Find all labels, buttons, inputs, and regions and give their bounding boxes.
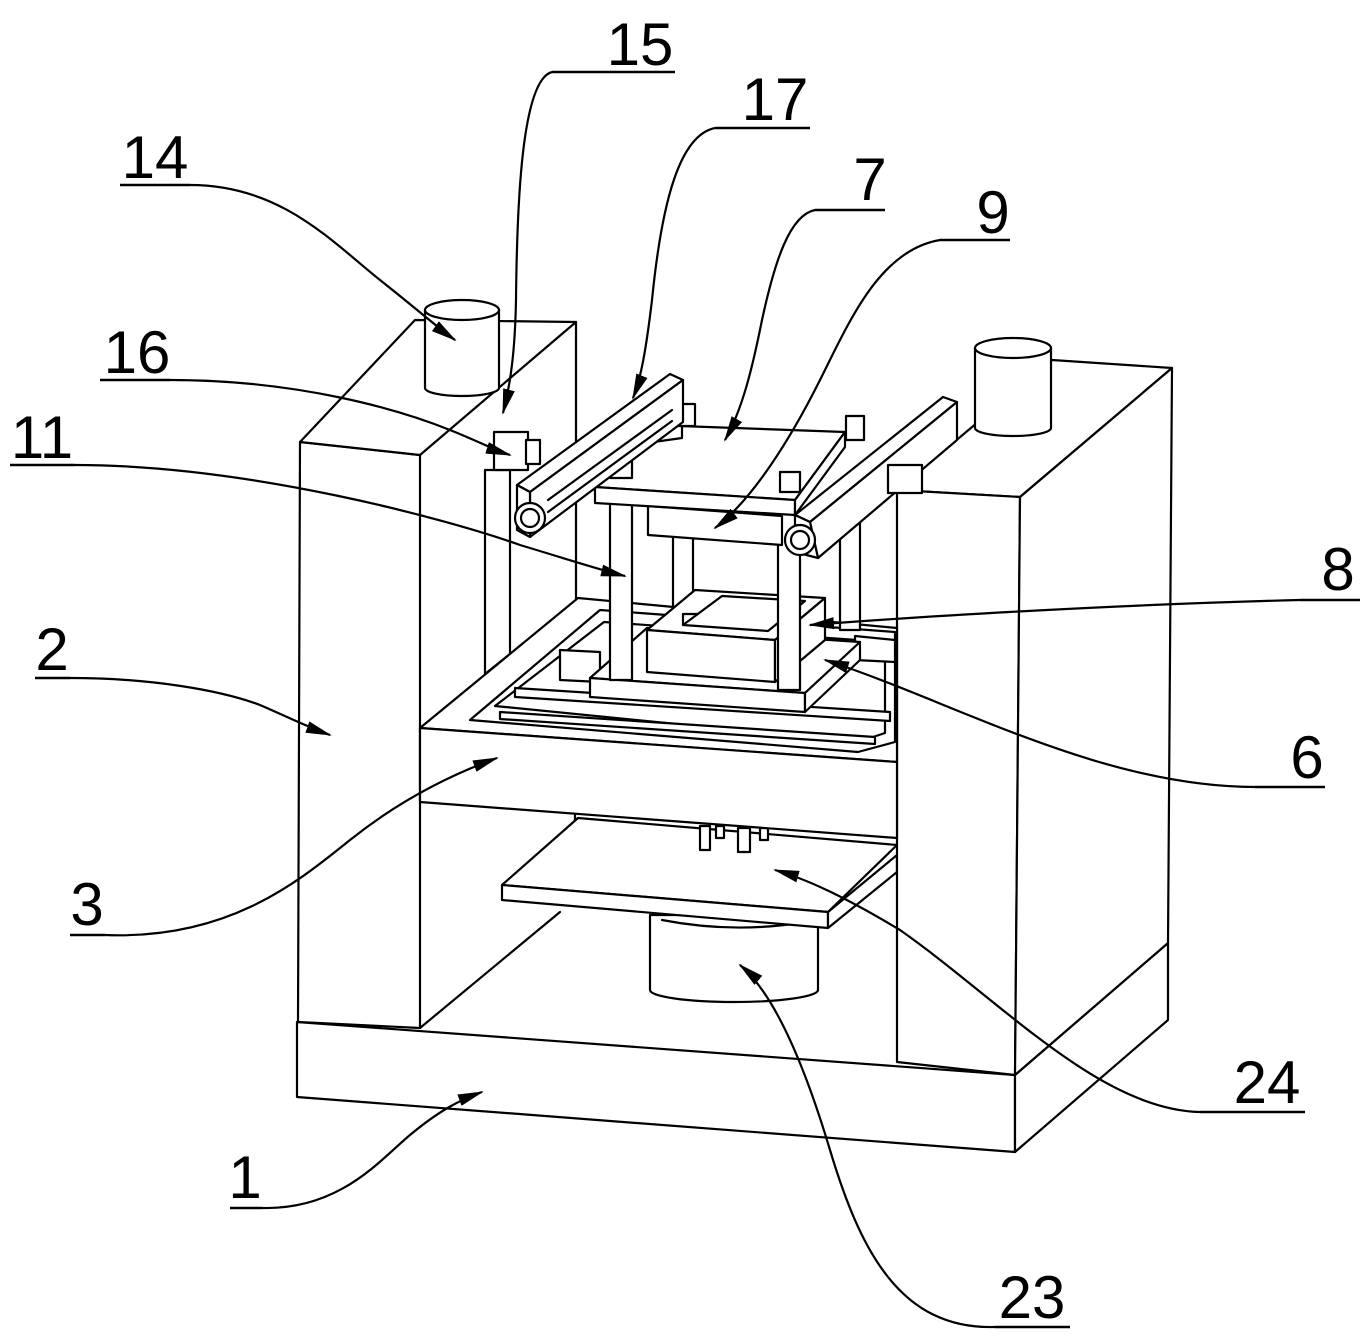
callout-label-23: 23 [999, 1264, 1066, 1331]
callout-label-15: 15 [607, 11, 674, 78]
callout-7: 7 [724, 146, 887, 442]
callout-11: 11 [10, 404, 627, 578]
callout-label-24: 24 [1234, 1049, 1301, 1116]
left-column-front [296, 440, 422, 1030]
callout-9: 9 [713, 179, 1010, 530]
mould-box-front [645, 628, 777, 684]
top-plate-right [793, 430, 847, 517]
callout-label-11: 11 [11, 404, 73, 471]
lower-platform [500, 816, 899, 930]
leader-line-16 [169, 378, 512, 457]
leader-line-9 [713, 238, 941, 530]
top-cylinders [423, 298, 1053, 438]
mould-cavity [681, 594, 807, 633]
actuator-cap [524, 438, 542, 466]
pin [714, 824, 726, 840]
leader-line-2 [69, 676, 332, 737]
leader-line-6 [823, 658, 1256, 789]
post [844, 414, 866, 442]
callout-label-9: 9 [976, 179, 1009, 246]
lifting-cylinder [648, 913, 820, 1004]
right-slide-bar [783, 395, 959, 560]
leader-line-24 [773, 868, 1201, 1114]
callout-label-14: 14 [122, 124, 189, 191]
leader-line-8 [808, 598, 1301, 630]
left-top-cylinder-body [423, 308, 501, 398]
callout-8: 8 [808, 536, 1360, 630]
right-column-side [1013, 366, 1174, 1077]
left-bar-slot [546, 419, 674, 514]
left-roller-hub [519, 507, 541, 529]
right-column-front [895, 488, 1022, 1077]
left-top-cylinder-cap [423, 298, 501, 322]
ejector-pins [698, 824, 770, 854]
right-roller-hub [789, 529, 811, 551]
callout-6: 6 [823, 658, 1325, 791]
callout-label-3: 3 [70, 871, 103, 938]
beam-front [418, 726, 899, 840]
left-bar-slot [546, 408, 674, 502]
leader-line-1 [261, 1090, 484, 1210]
callout-3: 3 [70, 756, 499, 938]
cylinder-body [648, 913, 820, 1004]
pin [736, 826, 752, 854]
right-top-cylinder-cap [973, 336, 1053, 360]
floor-back-edge [418, 910, 562, 1030]
mould-cavity-notch [681, 612, 700, 627]
left-guide-rod [483, 468, 512, 676]
slide-rail [498, 710, 877, 746]
leader-line-3 [104, 756, 499, 937]
callout-24: 24 [773, 868, 1305, 1116]
callout-14: 14 [120, 124, 457, 342]
back-guide-rods [671, 518, 862, 632]
left-slide-bar [513, 372, 685, 539]
callout-label-6: 6 [1290, 724, 1323, 791]
leader-line-11 [74, 463, 627, 578]
callout-label-17: 17 [742, 66, 809, 133]
callout-1: 1 [228, 1090, 484, 1211]
callout-label-7: 7 [853, 146, 886, 213]
callout-23: 23 [738, 963, 1070, 1331]
rod-cap [778, 470, 802, 494]
right-top-cylinder-body [973, 346, 1053, 438]
pin [758, 826, 770, 842]
leader-line-14 [189, 183, 457, 342]
callout-label-1: 1 [228, 1144, 261, 1211]
callout-16: 16 [100, 319, 512, 457]
pin [698, 824, 712, 852]
callout-15: 15 [501, 11, 675, 415]
callout-label-16: 16 [104, 319, 171, 386]
leader-line-23 [738, 963, 996, 1329]
leader-line-7 [724, 208, 816, 442]
right-column [895, 358, 1174, 1077]
leader-line-17 [631, 126, 716, 400]
right-bar-block [886, 463, 924, 495]
callout-label-8: 8 [1321, 536, 1354, 603]
callout-17: 17 [631, 66, 810, 400]
callout-label-2: 2 [35, 616, 68, 683]
leader-line-15 [501, 70, 553, 415]
callout-2: 2 [35, 616, 332, 737]
